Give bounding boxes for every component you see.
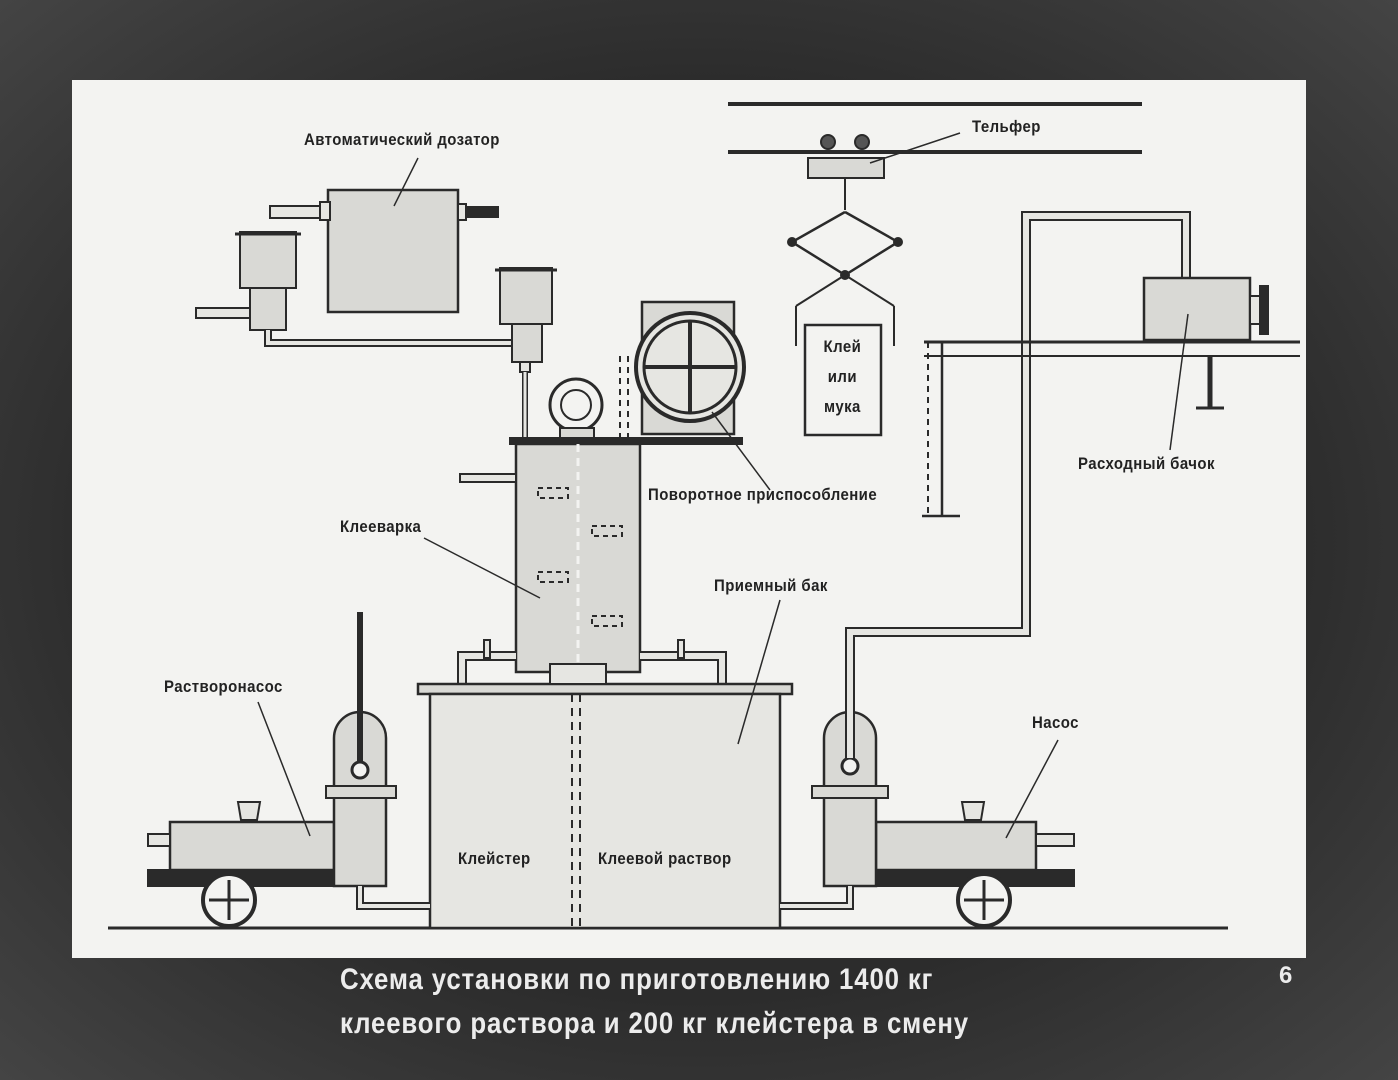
leader-lines [257, 132, 1189, 839]
label-flour: мука [824, 397, 861, 416]
glue-cooker [457, 437, 743, 684]
caption-line-1: Схема установки по приготовлению 1400 кг [340, 963, 934, 996]
installation-schematic [108, 102, 1300, 930]
page-number: 6 [1279, 962, 1293, 989]
label-supply-tank: Расходный бачок [1078, 454, 1215, 473]
label-mortar-pump: Растворонасос [164, 677, 283, 696]
label-telfer: Тельфер [972, 117, 1041, 136]
slide-caption: Схема установки по приготовлению 1400 кг… [340, 958, 969, 1046]
label-receiving-tank: Приемный бак [714, 576, 828, 595]
label-rotating-device: Поворотное приспособление [648, 485, 878, 504]
label-glue: Клей [823, 337, 862, 356]
pump [780, 211, 1191, 928]
label-glue-cooker: Клееварка [340, 517, 422, 536]
label-automatic-dosator: Автоматический дозатор [304, 130, 500, 149]
label-glue-solution: Клеевой раствор [598, 849, 732, 868]
label-glue-or-flour: Клей или мука [816, 332, 869, 422]
receiving-tank [416, 663, 794, 930]
label-or: или [827, 367, 858, 386]
automatic-dosator [195, 188, 557, 438]
label-paste: Клейстер [458, 849, 531, 868]
mortar-pump [147, 612, 430, 928]
supply-tank [922, 276, 1300, 518]
rotating-device [548, 300, 746, 440]
caption-line-2: клеевого раствора и 200 кг клейстера в с… [340, 1007, 969, 1040]
diagram-panel: Автоматический дозатор Тельфер Клей или … [72, 80, 1306, 958]
telfer-hoist [728, 102, 1142, 437]
label-pump: Насос [1032, 713, 1079, 732]
